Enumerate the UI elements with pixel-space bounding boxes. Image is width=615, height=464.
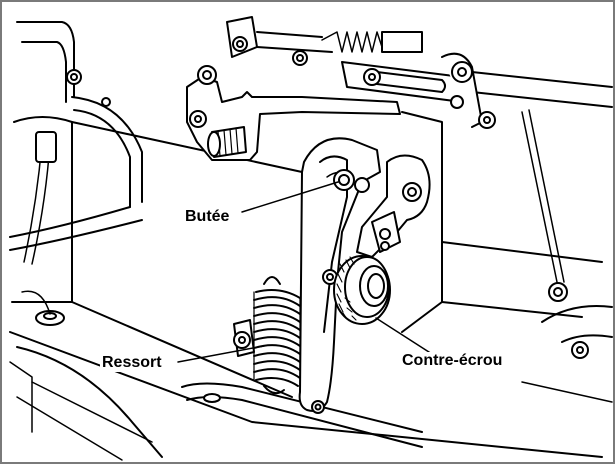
leader-contre-ecrou	[375, 317, 433, 355]
left-bracket	[66, 65, 401, 161]
label-contre-ecrou: Contre-écrou	[400, 352, 505, 370]
label-butee: Butée	[183, 208, 232, 226]
leader-ressort	[177, 345, 265, 363]
lever-arm	[356, 154, 431, 258]
leader-butee	[241, 181, 339, 213]
lock-nut	[333, 255, 391, 325]
top-linkage	[226, 16, 496, 129]
leader-lines	[177, 181, 433, 363]
label-ressort: Ressort	[100, 354, 164, 372]
stop-plate	[298, 137, 381, 414]
